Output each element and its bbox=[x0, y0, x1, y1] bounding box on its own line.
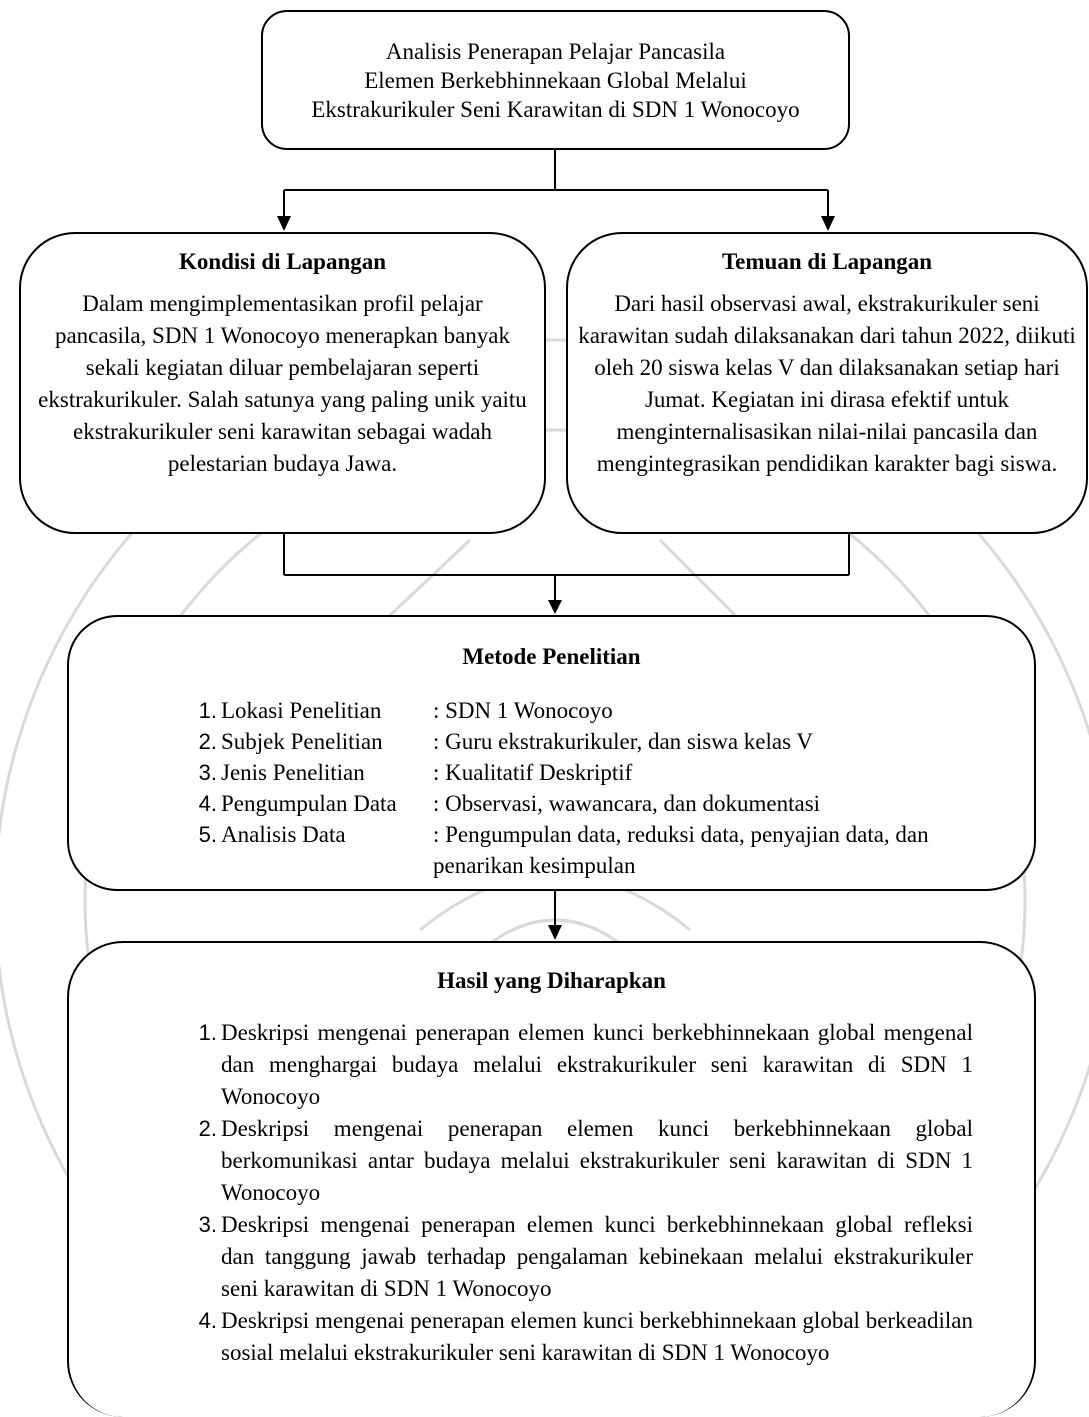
metode-item-label: Jenis Penelitian bbox=[221, 760, 365, 785]
hasil-item: 3. Deskripsi mengenai penerapan elemen k… bbox=[187, 1209, 973, 1305]
hasil-item-number: 1. bbox=[198, 1020, 217, 1045]
metode-item-value: : Kualitatif Deskriptif bbox=[433, 760, 633, 785]
hasil-item: 4. Deskripsi mengenai penerapan elemen k… bbox=[187, 1305, 973, 1369]
metode-item-label: Analisis Data bbox=[221, 822, 346, 847]
kondisi-heading: Kondisi di Lapangan bbox=[178, 249, 387, 274]
metode-item-number: 5. bbox=[198, 822, 217, 847]
hasil-item-text: Deskripsi mengenai penerapan elemen kunc… bbox=[221, 1308, 973, 1365]
temuan-heading: Temuan di Lapangan bbox=[721, 249, 933, 274]
hasil-item: 2. Deskripsi mengenai penerapan elemen k… bbox=[187, 1113, 973, 1209]
metode-item: 3. Jenis Penelitian : Kualitatif Deskrip… bbox=[187, 757, 1034, 788]
temuan-text: Dari hasil observasi awal, ekstrakurikul… bbox=[578, 291, 1076, 476]
metode-item-value: : Observasi, wawancara, dan dokumentasi bbox=[433, 791, 821, 816]
kondisi-text: Dalam mengimplementasikan profil pelajar… bbox=[38, 291, 527, 476]
metode-item-number: 2. bbox=[198, 729, 217, 754]
metode-item-value: : SDN 1 Wonocoyo bbox=[433, 698, 613, 723]
metode-item-value: : Pengumpulan data, reduksi data, penyaj… bbox=[433, 822, 929, 878]
metode-item-label: Pengumpulan Data bbox=[221, 791, 397, 816]
title-line: Analisis Penerapan Pelajar Pancasila bbox=[385, 39, 726, 64]
temuan-box: Temuan di Lapangan Dari hasil observasi … bbox=[566, 232, 1088, 534]
metode-item-label: Subjek Penelitian bbox=[221, 729, 383, 754]
kondisi-box: Kondisi di Lapangan Dalam mengimplementa… bbox=[19, 232, 546, 534]
title-line: Ekstrakurikuler Seni Karawitan di SDN 1 … bbox=[311, 97, 800, 122]
metode-list: 1. Lokasi Penelitian : SDN 1 Wonocoyo 2.… bbox=[187, 695, 1034, 881]
metode-item: 4. Pengumpulan Data : Observasi, wawanca… bbox=[187, 788, 1034, 819]
metode-item: 1. Lokasi Penelitian : SDN 1 Wonocoyo bbox=[187, 695, 1034, 726]
hasil-box: Hasil yang Diharapkan 1. Deskripsi menge… bbox=[67, 941, 1036, 1417]
hasil-item: 1. Deskripsi mengenai penerapan elemen k… bbox=[187, 1017, 973, 1113]
title-box: Analisis Penerapan Pelajar Pancasila Ele… bbox=[261, 10, 850, 150]
hasil-heading: Hasil yang Diharapkan bbox=[437, 968, 666, 993]
hasil-item-number: 4. bbox=[198, 1308, 217, 1333]
hasil-item-number: 2. bbox=[198, 1116, 217, 1141]
metode-item-value: : Guru ekstrakurikuler, dan siswa kelas … bbox=[433, 729, 813, 754]
metode-item-number: 1. bbox=[198, 698, 217, 723]
metode-item: 5. Analisis Data : Pengumpulan data, red… bbox=[187, 819, 1034, 881]
metode-item-number: 3. bbox=[198, 760, 217, 785]
metode-item-label: Lokasi Penelitian bbox=[221, 698, 382, 723]
title-line: Elemen Berkebhinnekaan Global Melalui bbox=[364, 68, 747, 93]
metode-heading: Metode Penelitian bbox=[462, 644, 641, 669]
hasil-item-number: 3. bbox=[198, 1212, 217, 1237]
hasil-item-text: Deskripsi mengenai penerapan elemen kunc… bbox=[221, 1020, 973, 1109]
hasil-list: 1. Deskripsi mengenai penerapan elemen k… bbox=[187, 1017, 973, 1369]
metode-item: 2. Subjek Penelitian : Guru ekstrakuriku… bbox=[187, 726, 1034, 757]
hasil-item-text: Deskripsi mengenai penerapan elemen kunc… bbox=[221, 1212, 973, 1301]
hasil-item-text: Deskripsi mengenai penerapan elemen kunc… bbox=[221, 1116, 973, 1205]
metode-item-number: 4. bbox=[198, 791, 217, 816]
metode-box: Metode Penelitian 1. Lokasi Penelitian :… bbox=[67, 615, 1036, 891]
